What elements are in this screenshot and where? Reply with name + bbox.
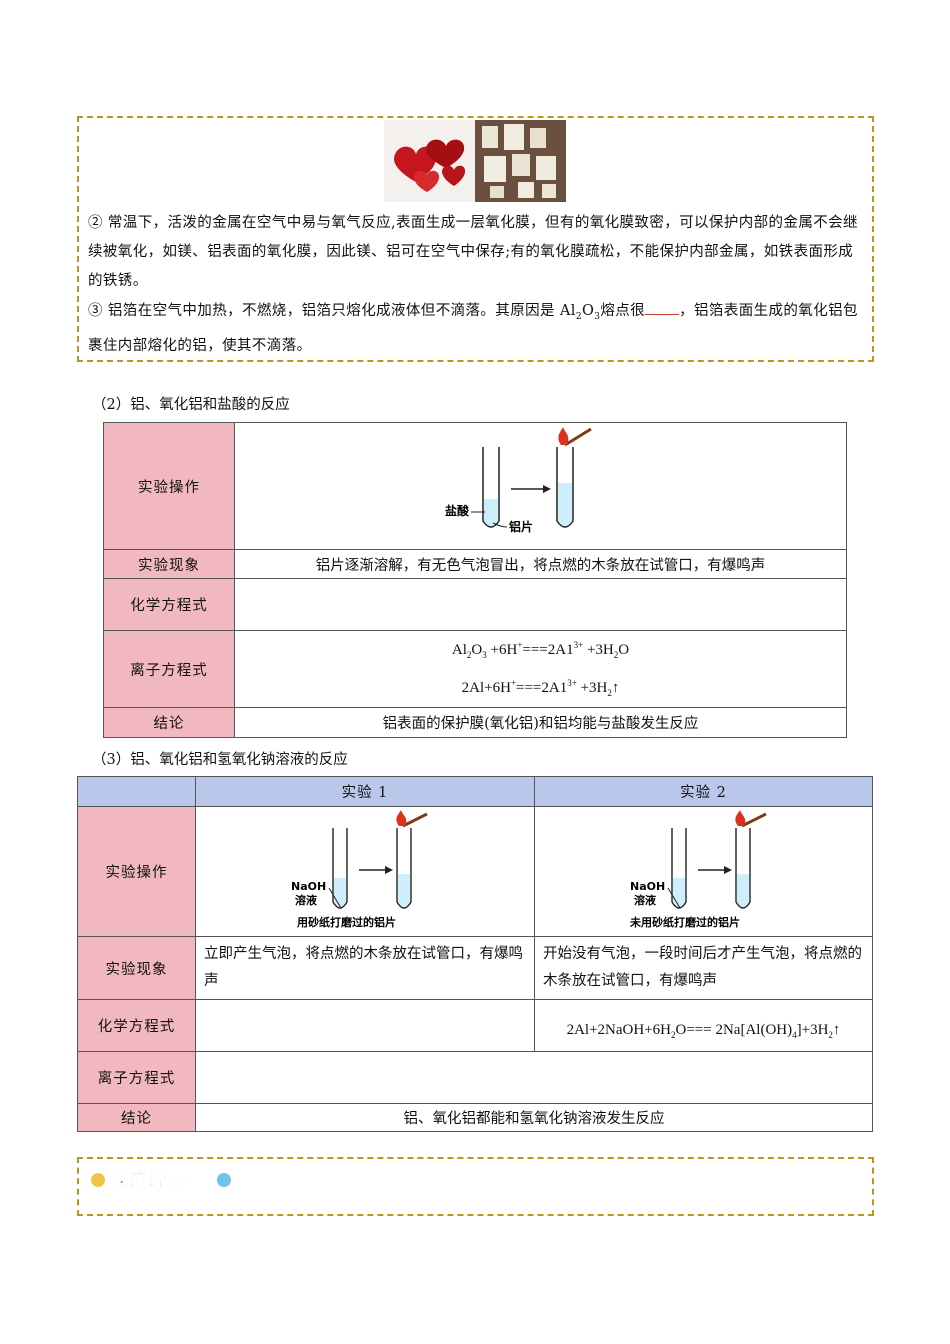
chem-label-3: 化学方程式: [77, 999, 196, 1052]
flame-icon: [557, 427, 568, 445]
hcl-experiment-diagram: 盐酸 铝片: [445, 427, 592, 534]
header-blank: [77, 776, 196, 807]
intro-paragraph-3: ③ 铝箔在空气中加热，不燃烧，铝箔只熔化成液体但不滴落。其原因是 Al2O3熔点…: [88, 297, 868, 361]
solution-label: 溶液: [295, 893, 318, 907]
phen-exp1: 立即产生气泡，将点燃的木条放在试管口，有爆鸣声: [195, 936, 535, 1000]
hcl-reaction-table: 实验操作 盐酸 铝片 实验现象: [103, 422, 847, 738]
conc-label-3: 结论: [77, 1103, 196, 1132]
chem-value[interactable]: [234, 578, 847, 631]
acid-label: 盐酸: [445, 503, 470, 518]
section-3-title: （3）铝、氧化铝和氢氧化钠溶液的反应: [92, 752, 348, 768]
chem-exp2: 2Al+2NaOH+6H2O=== 2Na[Al(OH)4]+3H2↑: [534, 999, 873, 1052]
section-2-title: （2）铝、氧化铝和盐酸的反应: [92, 397, 290, 413]
exp2-diagram: NaOH 溶液 未用砂纸打磨过的铝片: [629, 809, 767, 929]
ion-label-3: 离子方程式: [77, 1051, 196, 1104]
exp1-figure-cell: NaOH 溶液 用砂纸打磨过的铝片: [195, 806, 535, 937]
phen-exp2: 开始没有气泡，一段时间后才产生气泡，将点燃的木条放在试管口，有爆鸣声: [534, 936, 873, 1000]
header-exp1: 实验 1: [195, 776, 535, 807]
al-label: 铝片: [509, 519, 533, 534]
flame-icon: [734, 809, 745, 826]
intro-box: [77, 116, 874, 362]
phen-label-3: 实验现象: [77, 936, 196, 1000]
chem-label: 化学方程式: [103, 578, 235, 631]
naoh-reaction-table: 实验 1 实验 2 实验操作 NaOH 溶液 用砂纸打磨过的铝片: [77, 776, 873, 1132]
phen-value: 铝片逐渐溶解，有无色气泡冒出，将点燃的木条放在试管口，有爆鸣声: [234, 549, 847, 579]
op-label: 实验操作: [103, 422, 235, 550]
deep-understanding-box: [77, 1157, 874, 1216]
exp2-caption: 未用砂纸打磨过的铝片: [629, 915, 740, 929]
op-figure-cell: 盐酸 铝片: [234, 422, 847, 550]
logo-text: 深度理解: [110, 1169, 186, 1192]
chem-exp1[interactable]: [195, 999, 535, 1052]
ion-label: 离子方程式: [103, 630, 235, 708]
ion-equation-2: 2Al+6H+===2A13+ +3H2↑: [461, 678, 620, 698]
exp1-caption: 用砂纸打磨过的铝片: [297, 915, 396, 929]
exp1-diagram: NaOH 溶液 用砂纸打磨过的铝片: [291, 809, 428, 929]
fill-in-blank[interactable]: [645, 300, 680, 315]
conc-label: 结论: [103, 707, 235, 738]
naoh-label: NaOH: [630, 880, 665, 893]
conc-value-3: 铝、氧化铝都能和氢氧化钠溶液发生反应: [195, 1103, 873, 1132]
decorative-photo: [384, 120, 566, 202]
phen-label: 实验现象: [103, 549, 235, 579]
naoh-label: NaOH: [291, 880, 326, 893]
deep-understanding-logo: 深度理解: [88, 1166, 234, 1194]
ion-equation-1: Al2O3 +6H+===2A13+ +3H2O: [451, 640, 630, 660]
ion-value-3[interactable]: [195, 1051, 873, 1104]
intro-paragraph-2: ② 常温下，活泼的金属在空气中易与氧气反应,表面生成一层氧化膜，但有的氧化膜致密…: [88, 215, 858, 289]
exp2-figure-cell: NaOH 溶液 未用砂纸打磨过的铝片: [534, 806, 873, 937]
ion-equations: Al2O3 +6H+===2A13+ +3H2O 2Al+6H+===2A13+…: [234, 630, 847, 708]
op-label-3: 实验操作: [77, 806, 196, 937]
header-exp2: 实验 2: [534, 776, 873, 807]
solution-label: 溶液: [634, 893, 657, 907]
conc-value: 铝表面的保护膜(氧化铝)和铝均能与盐酸发生反应: [234, 707, 847, 738]
flame-icon: [396, 809, 407, 826]
